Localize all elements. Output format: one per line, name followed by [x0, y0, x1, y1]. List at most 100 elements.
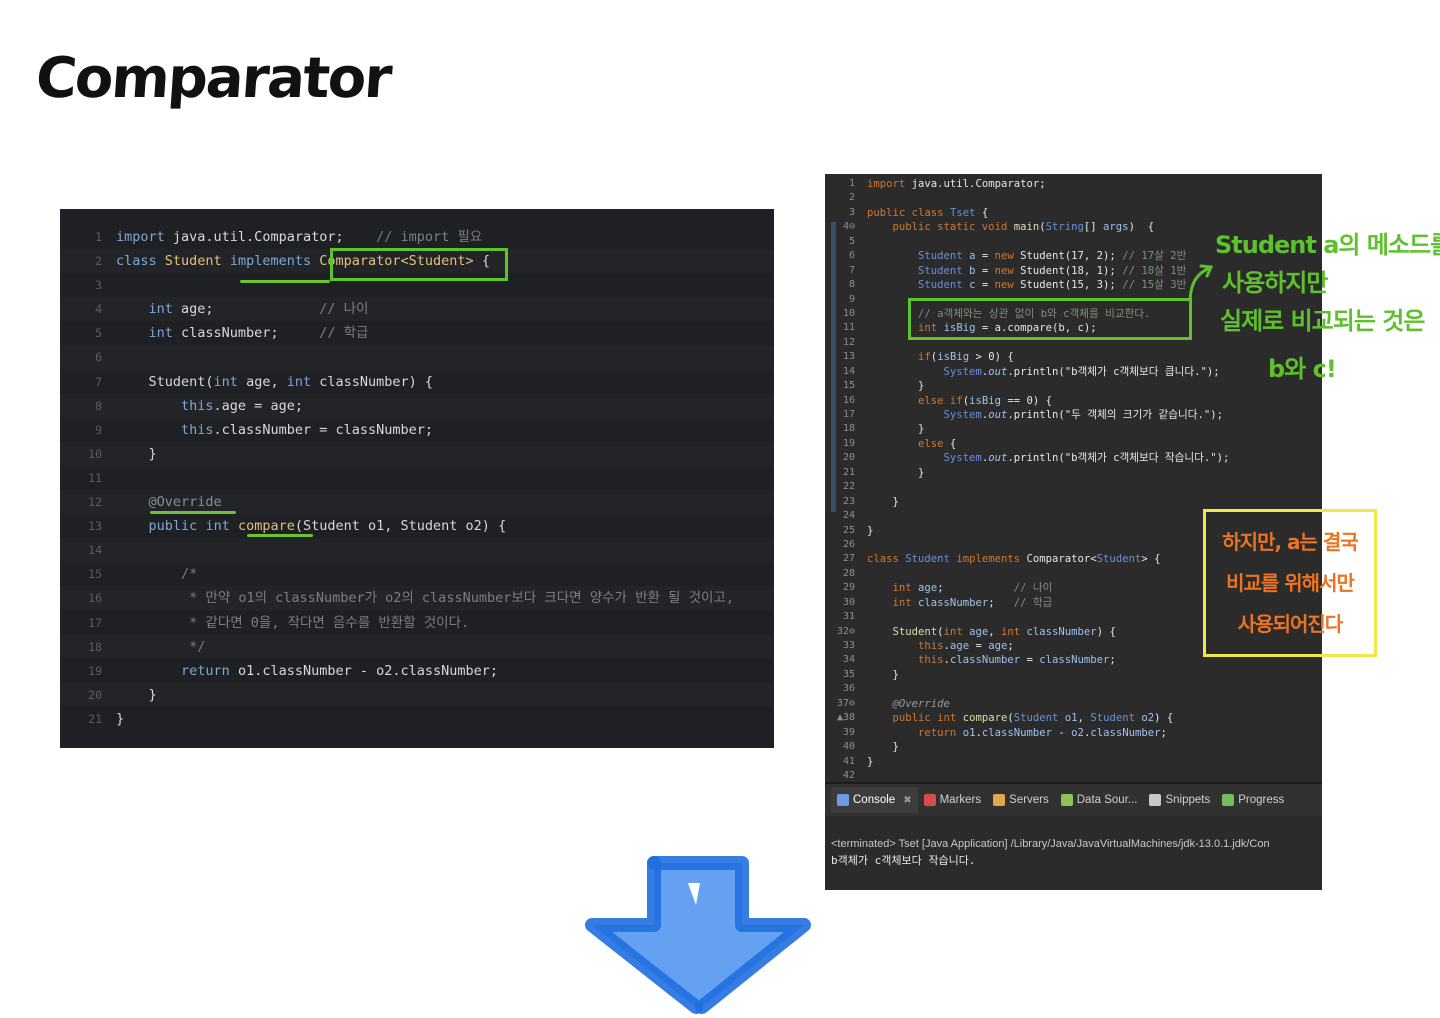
code-text: @Override [148, 494, 222, 511]
line-number: 17 [842, 409, 855, 420]
right-code-line: 20 System.out.println("b객체가 c객체보다 작습니다."… [825, 451, 1322, 465]
tab-label: Markers [939, 794, 982, 806]
code-text: public class Tset { [867, 206, 989, 219]
line-number: 8 [95, 398, 102, 413]
line-number: 20 [88, 687, 102, 702]
right-code-line: 16 else if(isBig == 0) { [825, 394, 1322, 408]
right-code-line: 11 int isBig = a.compare(b, c); [825, 321, 1322, 335]
code-text [855, 769, 867, 782]
line-number: 15 [842, 380, 855, 392]
line-number: 14 [88, 543, 102, 558]
right-code-line: 25} [825, 524, 1322, 538]
code-text [102, 273, 116, 297]
line-number: 40 [842, 741, 855, 753]
tab-progress[interactable]: Progress [1216, 787, 1290, 813]
code-text: class Student implements Comparator<Stud… [867, 553, 1161, 566]
line-number: 19 [88, 663, 102, 678]
code-text: int isBig = a.compare(b, c); [918, 322, 1097, 335]
tab-console[interactable]: Console ✖ [831, 787, 918, 813]
right-code-line: 24 [825, 509, 1322, 523]
right-code-line: 15 } [825, 379, 1322, 393]
line-number: 36 [842, 683, 855, 695]
right-code-line: 22 [825, 480, 1322, 494]
note-green-line-3: 실제로 비교되는 것은 [1220, 307, 1425, 335]
tab-label: Snippets [1165, 794, 1211, 806]
tab-snippets[interactable]: Snippets [1143, 787, 1216, 813]
left-code-line: 14 [60, 538, 774, 563]
code-text: * 만약 o1의 classNumber가 o2의 classNumber보다 … [116, 590, 734, 607]
line-number: 21 [842, 466, 855, 478]
tab-label: Console [853, 794, 896, 806]
right-code-line: 19 else { [825, 437, 1322, 451]
code-text [102, 345, 116, 369]
right-code-line: 28 [825, 567, 1322, 581]
code-text: } [867, 524, 874, 537]
code-text: } [867, 466, 925, 479]
code-text: public int compare(Student o1, Student o… [892, 712, 1174, 725]
code-text: // a객체와는 상관 없이 b와 c객체를 비교한다. [918, 307, 1151, 320]
right-code-line: 26 [825, 538, 1322, 552]
code-text: */ [116, 638, 206, 655]
right-code-line: 14 System.out.println("b객체가 c객체보다 큽니다.")… [825, 365, 1322, 379]
down-arrow-icon [585, 856, 811, 1014]
tab-data-sour[interactable]: Data Sour... [1055, 787, 1144, 813]
right-code-line: 36 [825, 682, 1322, 696]
code-text [855, 480, 867, 494]
line-number: 4⊖ [842, 221, 855, 233]
code-text [855, 235, 867, 249]
code-text: @Override [892, 697, 950, 710]
left-code-line: 18 */ [60, 634, 774, 659]
code-text: int age; // 나이 [892, 582, 1053, 595]
note-green-line-1: Student a의 메소드를 [1215, 231, 1440, 259]
left-code-line: 16 * 만약 o1의 classNumber가 o2의 classNumber… [60, 586, 774, 611]
line-number: 3 [95, 278, 102, 293]
line-number: 2 [95, 254, 102, 269]
line-number: 7 [848, 264, 855, 276]
implements-underline [240, 280, 330, 283]
line-number: 2 [848, 192, 855, 204]
markers-icon [923, 794, 936, 806]
left-code-line: 3 [60, 273, 774, 297]
left-code-line: 7 Student(int age, int classNumber) { [60, 370, 774, 394]
data-source-icon [1060, 794, 1073, 806]
line-number: 6 [95, 350, 102, 365]
left-code-line: 12 @Override [60, 490, 774, 515]
line-number: 9 [848, 293, 855, 305]
line-number: 22 [842, 481, 855, 493]
line-number: 16 [842, 394, 855, 406]
code-text: } [867, 423, 925, 436]
code-text: } [867, 755, 874, 768]
right-code-line: 23 } [825, 495, 1322, 509]
line-number: 12 [88, 495, 102, 510]
line-number: 18 [842, 423, 855, 435]
right-code-line: 27 class Student implements Comparator<St… [825, 552, 1322, 566]
line-number: 12 [842, 336, 855, 348]
right-code-line: 13 if(isBig > 0) { [825, 350, 1322, 364]
code-text: } [116, 445, 157, 462]
right-code-line: 29 int age; // 나이 [825, 581, 1322, 595]
code-text [102, 538, 116, 562]
right-code-line: 2 [825, 191, 1322, 205]
close-icon[interactable]: ✖ [903, 794, 912, 806]
line-number: 1 [95, 230, 102, 244]
override-underline [150, 511, 236, 514]
code-text: } [116, 686, 157, 703]
tab-servers[interactable]: Servers [987, 787, 1055, 813]
line-number: 21 [88, 711, 102, 726]
left-code-line: 4 int age; // 나이 [60, 297, 774, 322]
right-code-line: 41} [825, 755, 1322, 769]
line-number: 27 [842, 553, 855, 565]
line-number: 18 [88, 639, 102, 654]
code-text: import java.util.Comparator; // import 필… [116, 229, 483, 245]
code-snippet-left: 1 import java.util.Comparator; // import … [60, 209, 774, 748]
tab-markers[interactable]: Markers [918, 787, 988, 813]
code-text: this.age = age; [181, 397, 303, 414]
code-text [855, 538, 867, 552]
right-code-line: 4⊖ public static void main(String[] args… [825, 220, 1322, 234]
line-number: 16 [88, 591, 102, 606]
